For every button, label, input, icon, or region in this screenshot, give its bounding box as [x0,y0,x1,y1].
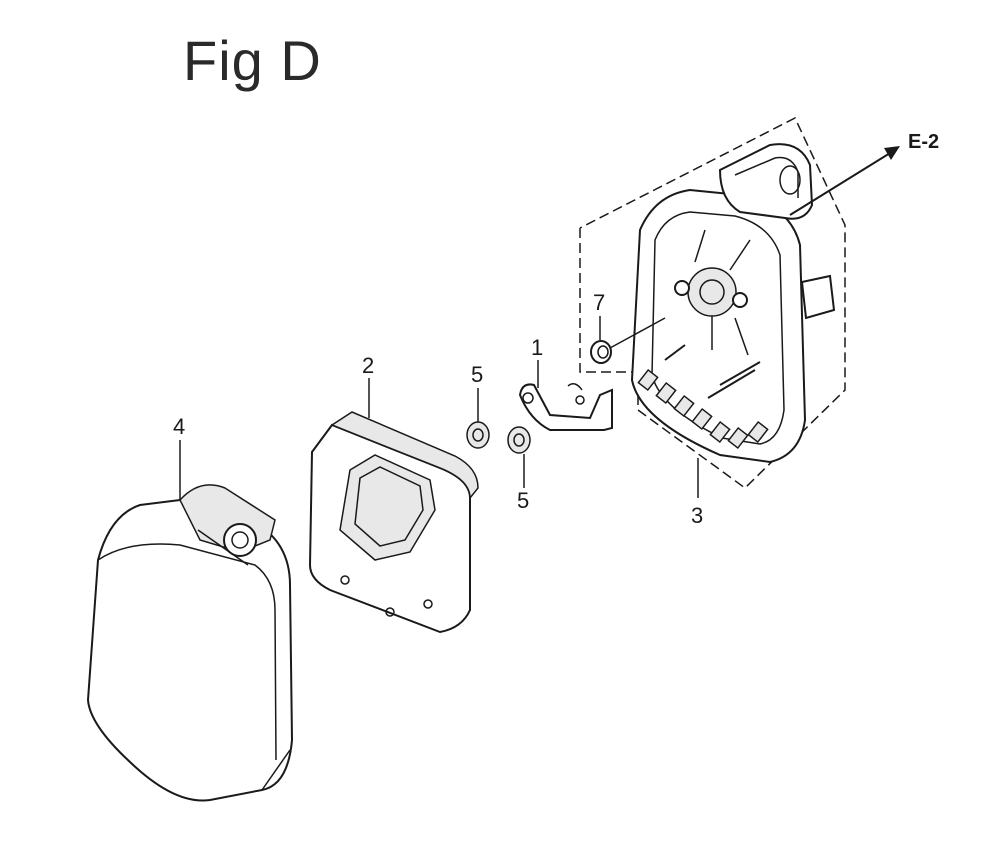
figure-title: Fig D [183,29,322,92]
callout-part-5a: 5 [471,362,483,422]
callout-part-4: 4 [173,414,185,500]
air-cleaner-case [579,116,846,489]
reference-label: E-2 [908,131,939,153]
callout-label-2: 2 [362,353,374,378]
callout-part-5b: 5 [517,454,529,513]
callout-label-5a: 5 [471,362,483,387]
nut-upper [466,421,490,449]
callout-label-7: 7 [593,290,605,315]
air-filter-element [308,411,479,634]
callout-part-3: 3 [691,458,703,528]
arrow-head-icon [884,146,900,160]
callout-label-1: 1 [531,335,543,360]
callout-part-7: 7 [593,290,605,340]
choke-lever [518,383,613,431]
air-cleaner-cover [86,484,294,802]
callout-label-4: 4 [173,414,185,439]
collar-part [590,317,666,364]
reference-arrow [789,149,896,216]
callout-part-2: 2 [362,353,374,418]
callout-part-1: 1 [531,335,543,388]
nut-lower [507,426,531,454]
callout-label-5b: 5 [517,488,529,513]
callout-label-3: 3 [691,503,703,528]
